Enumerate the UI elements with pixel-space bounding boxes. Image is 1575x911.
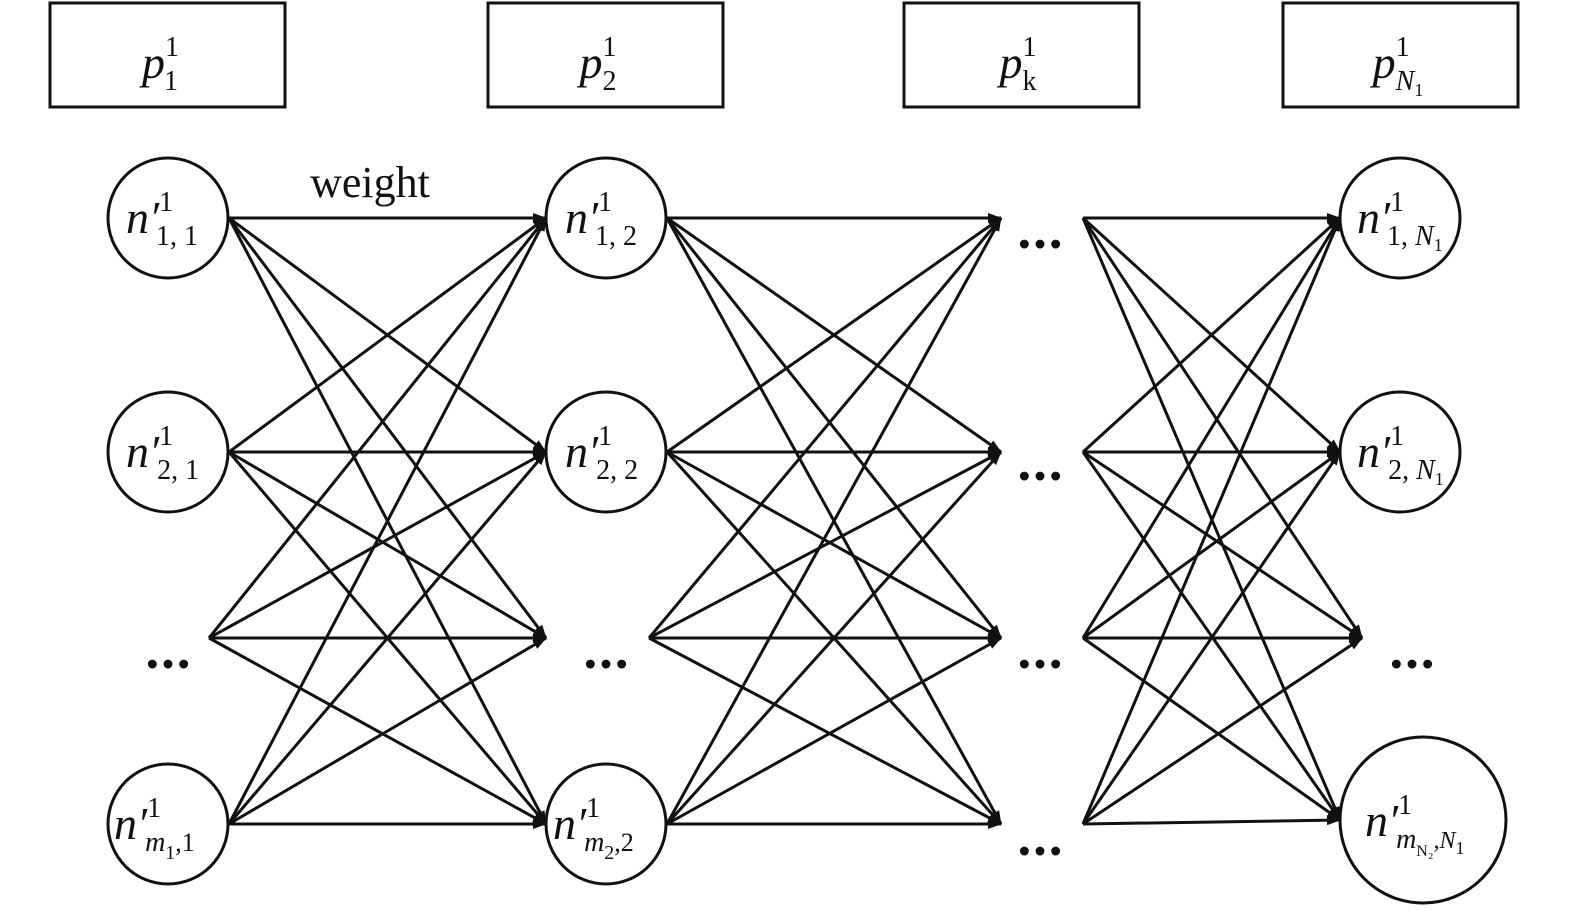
- svg-text:p1k: p1k: [997, 32, 1037, 97]
- edge-L3-r2-to-r3: [1082, 450, 1363, 640]
- edge-L1-r3-to-r2: [208, 450, 547, 640]
- ellipsis-colk-row3: …: [1016, 624, 1064, 680]
- edge-L3-r4-to-r1: [1081, 217, 1342, 825]
- ellipsis-col2: …: [582, 624, 630, 680]
- svg-text:n′11, N1: n′11, N1: [1357, 187, 1443, 255]
- edge-L1-r4-to-r1: [227, 217, 548, 825]
- svg-text:n′11, 2: n′11, 2: [565, 187, 637, 252]
- edge-L1-r4-to-r3: [228, 636, 547, 826]
- edge-L1-r2-to-r3: [228, 450, 547, 640]
- edge-L3-r4-to-r2: [1081, 451, 1342, 825]
- edge-L2-r3-to-r2: [648, 450, 1002, 640]
- edge-L2-r4-to-r3: [666, 636, 1002, 826]
- svg-text:n′11, 1: n′11, 1: [126, 187, 198, 252]
- edge-L1-r2-to-r1: [228, 216, 547, 454]
- edge-L2-r1-to-r3: [665, 217, 1003, 639]
- edge-L3-r3-to-r4: [1082, 636, 1341, 822]
- ellipsis-colk-row2: …: [1016, 436, 1064, 492]
- edges: [207, 213, 1364, 829]
- edge-L3-r1-to-r3: [1081, 217, 1364, 639]
- ellipsis-colk-row1: …: [1016, 204, 1064, 260]
- edge-L2-r2-to-r1: [666, 216, 1002, 454]
- edge-L1-r1-to-r3: [227, 217, 548, 639]
- svg-text:p12: p12: [577, 32, 617, 97]
- weight-label: weight: [310, 158, 430, 207]
- svg-text:n′12, 2: n′12, 2: [565, 421, 638, 486]
- svg-text:n′1m1,1: n′1m1,1: [114, 793, 195, 864]
- ellipsis-col1: …: [144, 624, 192, 680]
- svg-text:n′12, 1: n′12, 1: [126, 421, 199, 486]
- edge-L1-r4-to-r2: [227, 451, 548, 825]
- edge-L3-r3-to-r2: [1082, 450, 1341, 640]
- ellipsis-colN1: …: [1388, 624, 1436, 680]
- svg-text:n′12, N1: n′12, N1: [1357, 421, 1444, 489]
- edge-L3-r3-to-r1: [1081, 217, 1342, 639]
- edge-L3-r4-to-r3: [1082, 636, 1363, 826]
- edge-L1-r3-to-r4: [208, 636, 547, 826]
- edge-L3-r4-to-r4: [1082, 815, 1341, 826]
- edge-L2-r4-to-r2: [665, 450, 1003, 826]
- svg-text:p11: p11: [139, 32, 178, 97]
- edge-L2-r2-to-r3: [666, 450, 1002, 640]
- edge-L3-r2-to-r1: [1081, 216, 1342, 454]
- edge-L2-r3-to-r1: [647, 217, 1003, 639]
- edge-L1-r3-to-r1: [207, 217, 548, 639]
- ellipsis-colk-row4: …: [1016, 811, 1064, 867]
- svg-text:n′1m2,2: n′1m2,2: [553, 793, 634, 864]
- edge-L2-r4-to-r1: [665, 217, 1003, 825]
- edge-L2-r3-to-r4: [648, 636, 1002, 826]
